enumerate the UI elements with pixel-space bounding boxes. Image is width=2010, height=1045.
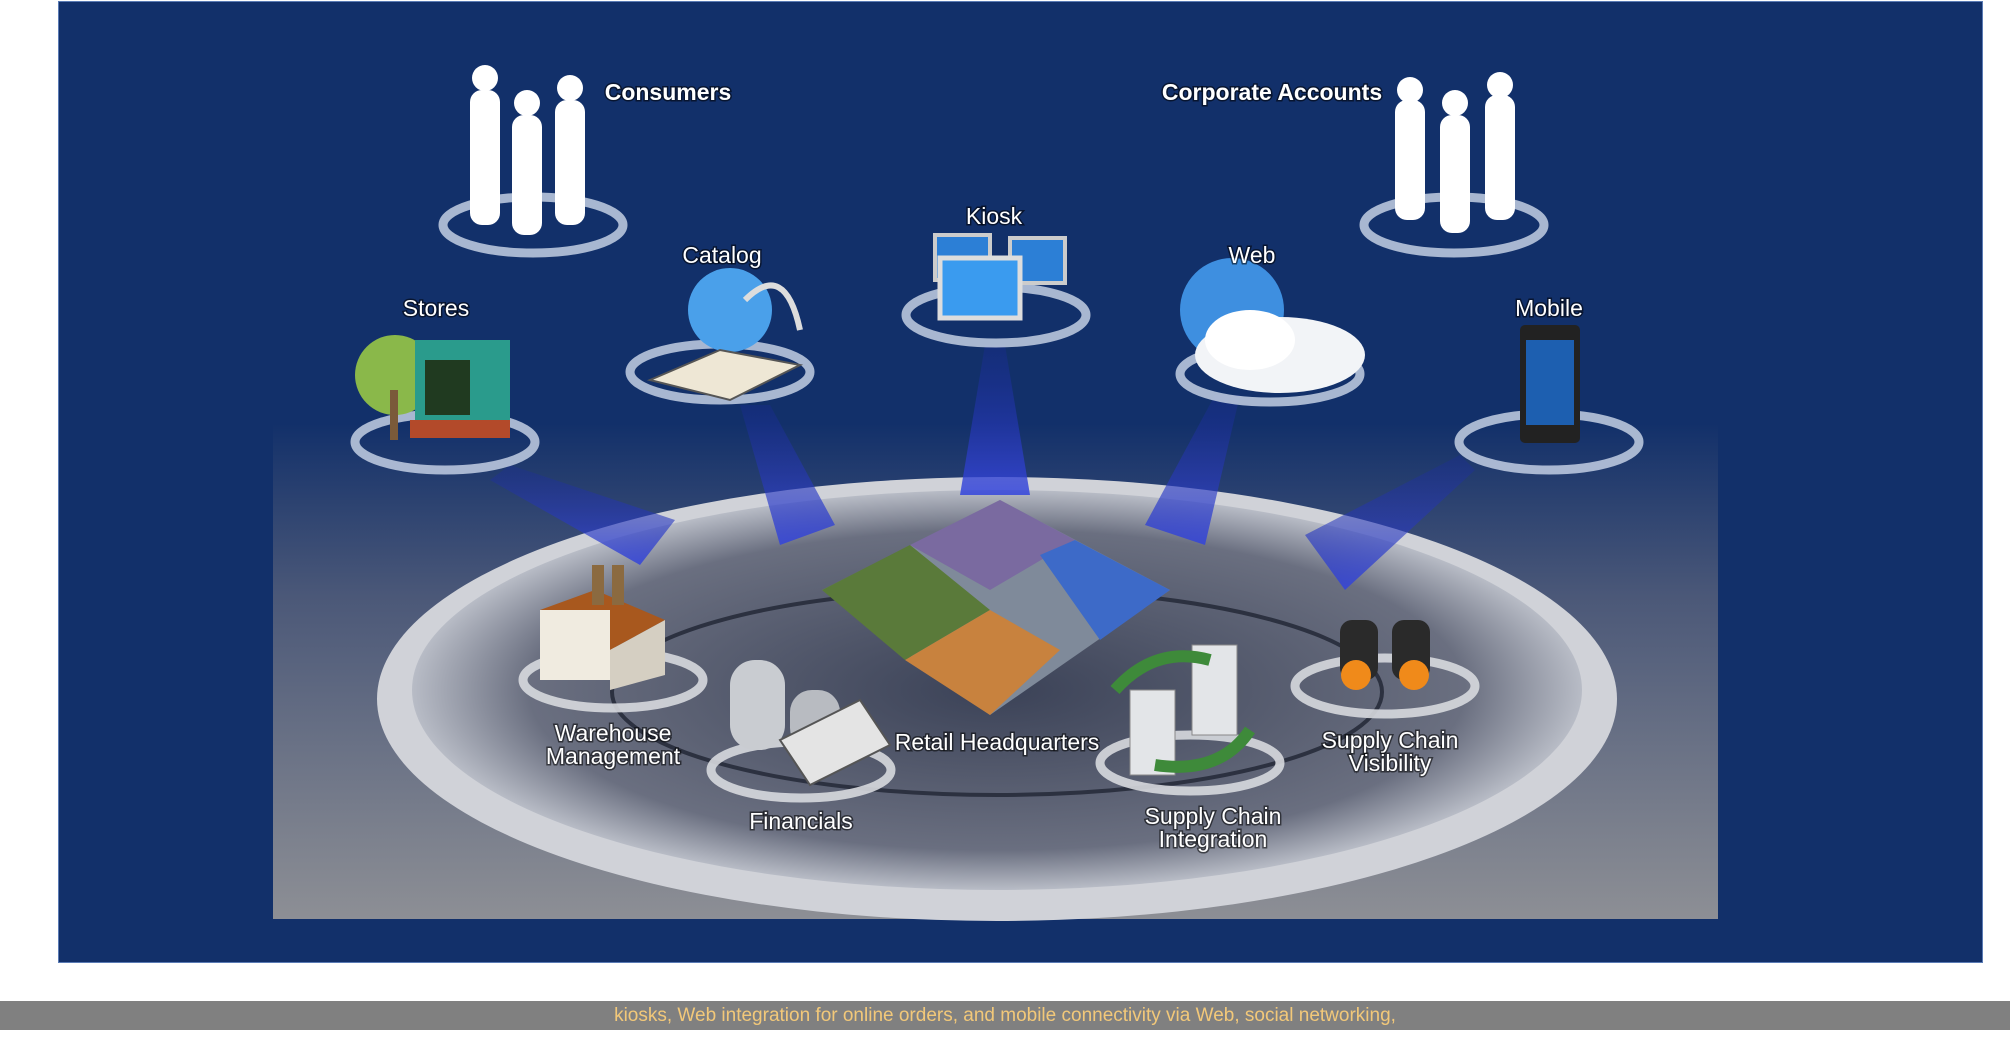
mobile-phone-icon: [1520, 325, 1580, 443]
beam-kiosk: [960, 345, 1030, 495]
label-kiosk: Kiosk: [966, 203, 1023, 229]
beam-stores: [490, 465, 675, 565]
label-financials: Financials: [749, 808, 853, 834]
label-retail-headquarters: Retail Headquarters: [895, 729, 1100, 755]
label-web: Web: [1229, 242, 1276, 268]
retail-headquarters-floorplan-icon: [822, 500, 1170, 715]
platform-scv: [1290, 653, 1480, 719]
beam-mobile: [1305, 455, 1475, 590]
beam-catalog: [740, 405, 835, 545]
label-sci-2: Integration: [1159, 826, 1268, 852]
store-icon: [355, 335, 510, 440]
label-catalog: Catalog: [682, 242, 761, 268]
consumers-people-icon: [470, 65, 585, 235]
label-warehouse-1: Warehouse: [555, 720, 672, 746]
label-consumers: Consumers: [605, 79, 732, 105]
label-scv-2: Visibility: [1349, 750, 1432, 776]
supply-chain-integration-buildings-icon: [1110, 644, 1255, 776]
warehouse-icon: [540, 565, 665, 690]
kiosk-monitor-icon: [933, 233, 1067, 321]
label-scv-1: Supply Chain: [1322, 727, 1459, 753]
label-mobile: Mobile: [1515, 295, 1583, 321]
corporate-people-icon: [1395, 72, 1515, 233]
label-corporate-accounts: Corporate Accounts: [1162, 79, 1382, 105]
beam-web: [1145, 395, 1240, 545]
coins-calculator-icon: [730, 660, 892, 787]
binoculars-icon: [1340, 620, 1430, 690]
catalog-globe-book-icon: [646, 268, 804, 402]
label-stores: Stores: [403, 295, 469, 321]
retail-diagram: Consumers Corporate Accounts Kiosk Catal…: [273, 65, 1718, 921]
label-sci-1: Supply Chain: [1145, 803, 1282, 829]
platform-sci: [1095, 730, 1285, 796]
web-globe-cloud-icon: [1180, 258, 1365, 393]
label-warehouse-2: Management: [546, 743, 681, 769]
caption-bar: kiosks, Web integration for online order…: [0, 1001, 2010, 1030]
